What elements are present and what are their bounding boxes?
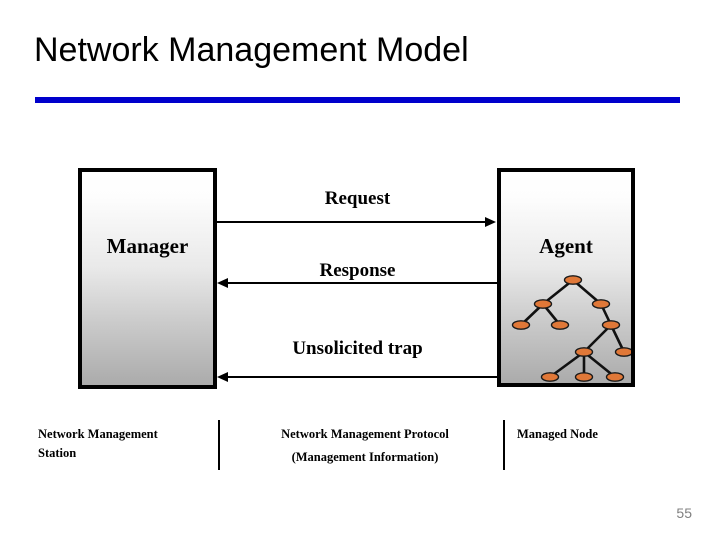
manager-box: Manager — [78, 168, 217, 389]
caption-network-management-protocol: Network Management Protocol (Management … — [230, 425, 500, 467]
mib-tree-node — [550, 320, 570, 330]
mib-tree-node — [574, 372, 594, 382]
flow-arrow-response-head — [217, 278, 228, 288]
mib-tree-node — [591, 299, 611, 309]
mib-tree-node — [533, 299, 553, 309]
page-title: Network Management Model — [34, 31, 469, 69]
mib-tree-node — [540, 372, 560, 382]
agent-label: Agent — [539, 234, 593, 258]
flow-arrow-request-line — [217, 221, 485, 223]
caption-divider-left — [218, 420, 220, 470]
mib-tree-node — [605, 372, 625, 382]
mib-tree-node — [574, 347, 594, 357]
mib-tree-node — [601, 320, 621, 330]
flow-arrow-trap-line — [228, 376, 497, 378]
flow-label-response: Response — [319, 260, 396, 281]
mib-tree-edge — [582, 350, 617, 379]
title-underline-rule — [35, 97, 680, 103]
mib-tree-node — [563, 275, 583, 285]
mib-tree-node — [614, 347, 631, 357]
caption-nms-line2: Station — [38, 446, 77, 460]
flow-arrow-trap-head — [217, 372, 228, 382]
caption-protocol-line1: Network Management Protocol — [281, 427, 449, 441]
caption-nms-line1: Network Management — [38, 427, 158, 441]
caption-managed-node: Managed Node — [517, 425, 677, 444]
flow-arrow-request-head — [485, 217, 496, 227]
mib-tree-icon — [511, 275, 631, 382]
mib-tree-edge — [582, 323, 613, 354]
caption-managed-node-line1: Managed Node — [517, 427, 598, 441]
flow-arrow-response-line — [228, 282, 497, 284]
page-number: 55 — [676, 505, 692, 521]
caption-network-management-station: Network Management Station — [38, 425, 213, 463]
agent-box: Agent — [497, 168, 635, 387]
caption-protocol-line2: (Management Information) — [291, 450, 439, 464]
mib-tree-edge — [548, 350, 586, 379]
manager-label: Manager — [106, 234, 189, 258]
caption-divider-right — [503, 420, 505, 470]
mib-tree-node — [511, 320, 531, 330]
flow-label-unsolicited-trap: Unsolicited trap — [292, 338, 423, 359]
flow-label-request: Request — [324, 188, 391, 209]
